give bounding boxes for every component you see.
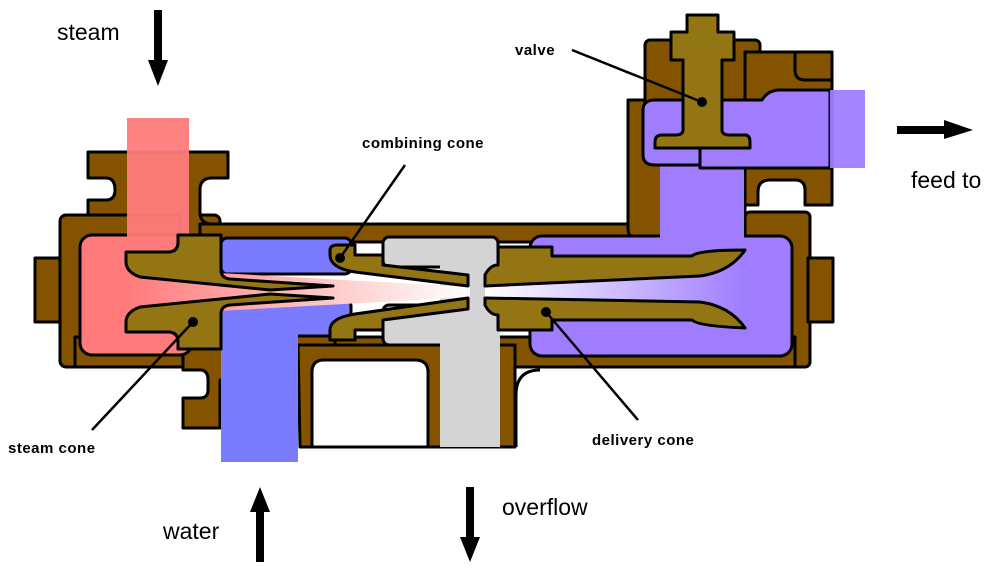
- label-steam: steam: [57, 19, 120, 45]
- water-arrow-up-icon: [250, 487, 270, 562]
- combining-cone: [328, 243, 470, 342]
- leader-lines: [91, 48, 707, 431]
- label-valve: valve: [515, 42, 556, 59]
- valve-stem: [653, 13, 752, 150]
- label-steam-cone: steam cone: [8, 440, 96, 457]
- label-delivery-cone: delivery cone: [592, 432, 695, 449]
- steam-arrow-down-icon: [148, 10, 168, 86]
- label-water: water: [163, 518, 220, 544]
- label-combining-cone: combining cone: [362, 135, 485, 152]
- label-feed-to: feed to: [911, 167, 982, 193]
- casting-cutouts: [310, 358, 541, 449]
- overflow-arrow-down-icon: [460, 487, 480, 562]
- delivery-cone: [483, 245, 747, 332]
- label-overflow: overflow: [502, 494, 588, 520]
- steam-cone: [124, 233, 335, 351]
- feed-arrow-right-icon: [897, 120, 973, 139]
